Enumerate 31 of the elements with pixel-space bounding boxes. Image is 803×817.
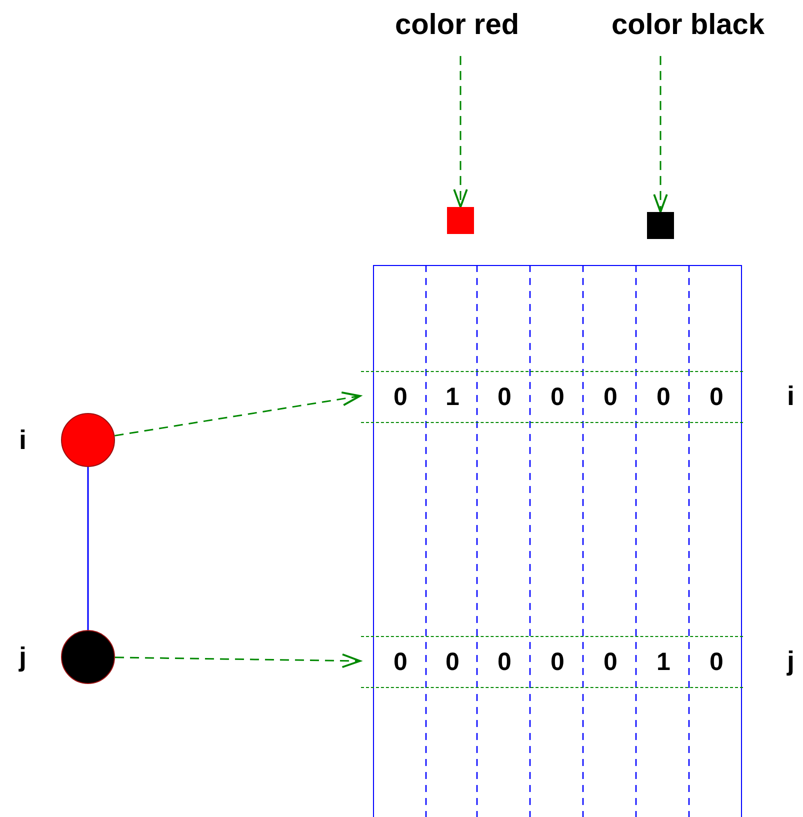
matrix-entry: 0: [496, 383, 512, 411]
matrix-entry: 0: [550, 383, 566, 411]
arrow: [114, 392, 361, 436]
vertex-circle: [61, 630, 115, 684]
matrix-row: [361, 636, 743, 688]
connector-line: [87, 467, 89, 630]
matrix-entry: 1: [444, 383, 460, 411]
node-label: i: [787, 380, 795, 412]
matrix-entry: 0: [550, 648, 566, 676]
arrow: [114, 653, 361, 668]
matrix-entry: 0: [708, 648, 724, 676]
matrix-entry: 0: [602, 383, 618, 411]
matrix-entry: 0: [496, 648, 512, 676]
matrix-entry: 0: [392, 648, 408, 676]
node-label: j: [19, 641, 27, 673]
matrix-entry: 0: [708, 383, 724, 411]
square-marker: [647, 212, 674, 239]
annotation-text: color red: [367, 6, 547, 44]
arrow: [453, 56, 468, 208]
node-label: i: [19, 424, 27, 456]
matrix-entry: 1: [656, 648, 672, 676]
matrix-row: [361, 371, 743, 423]
node-label: j: [787, 645, 795, 677]
matrix-entry: 0: [656, 383, 672, 411]
vertex-circle: [61, 413, 115, 467]
arrow: [653, 56, 668, 213]
annotation-text: color black: [583, 6, 793, 44]
matrix-entry: 0: [392, 383, 408, 411]
square-marker: [447, 207, 474, 234]
matrix-entry: 0: [444, 648, 460, 676]
matrix-entry: 0: [602, 648, 618, 676]
